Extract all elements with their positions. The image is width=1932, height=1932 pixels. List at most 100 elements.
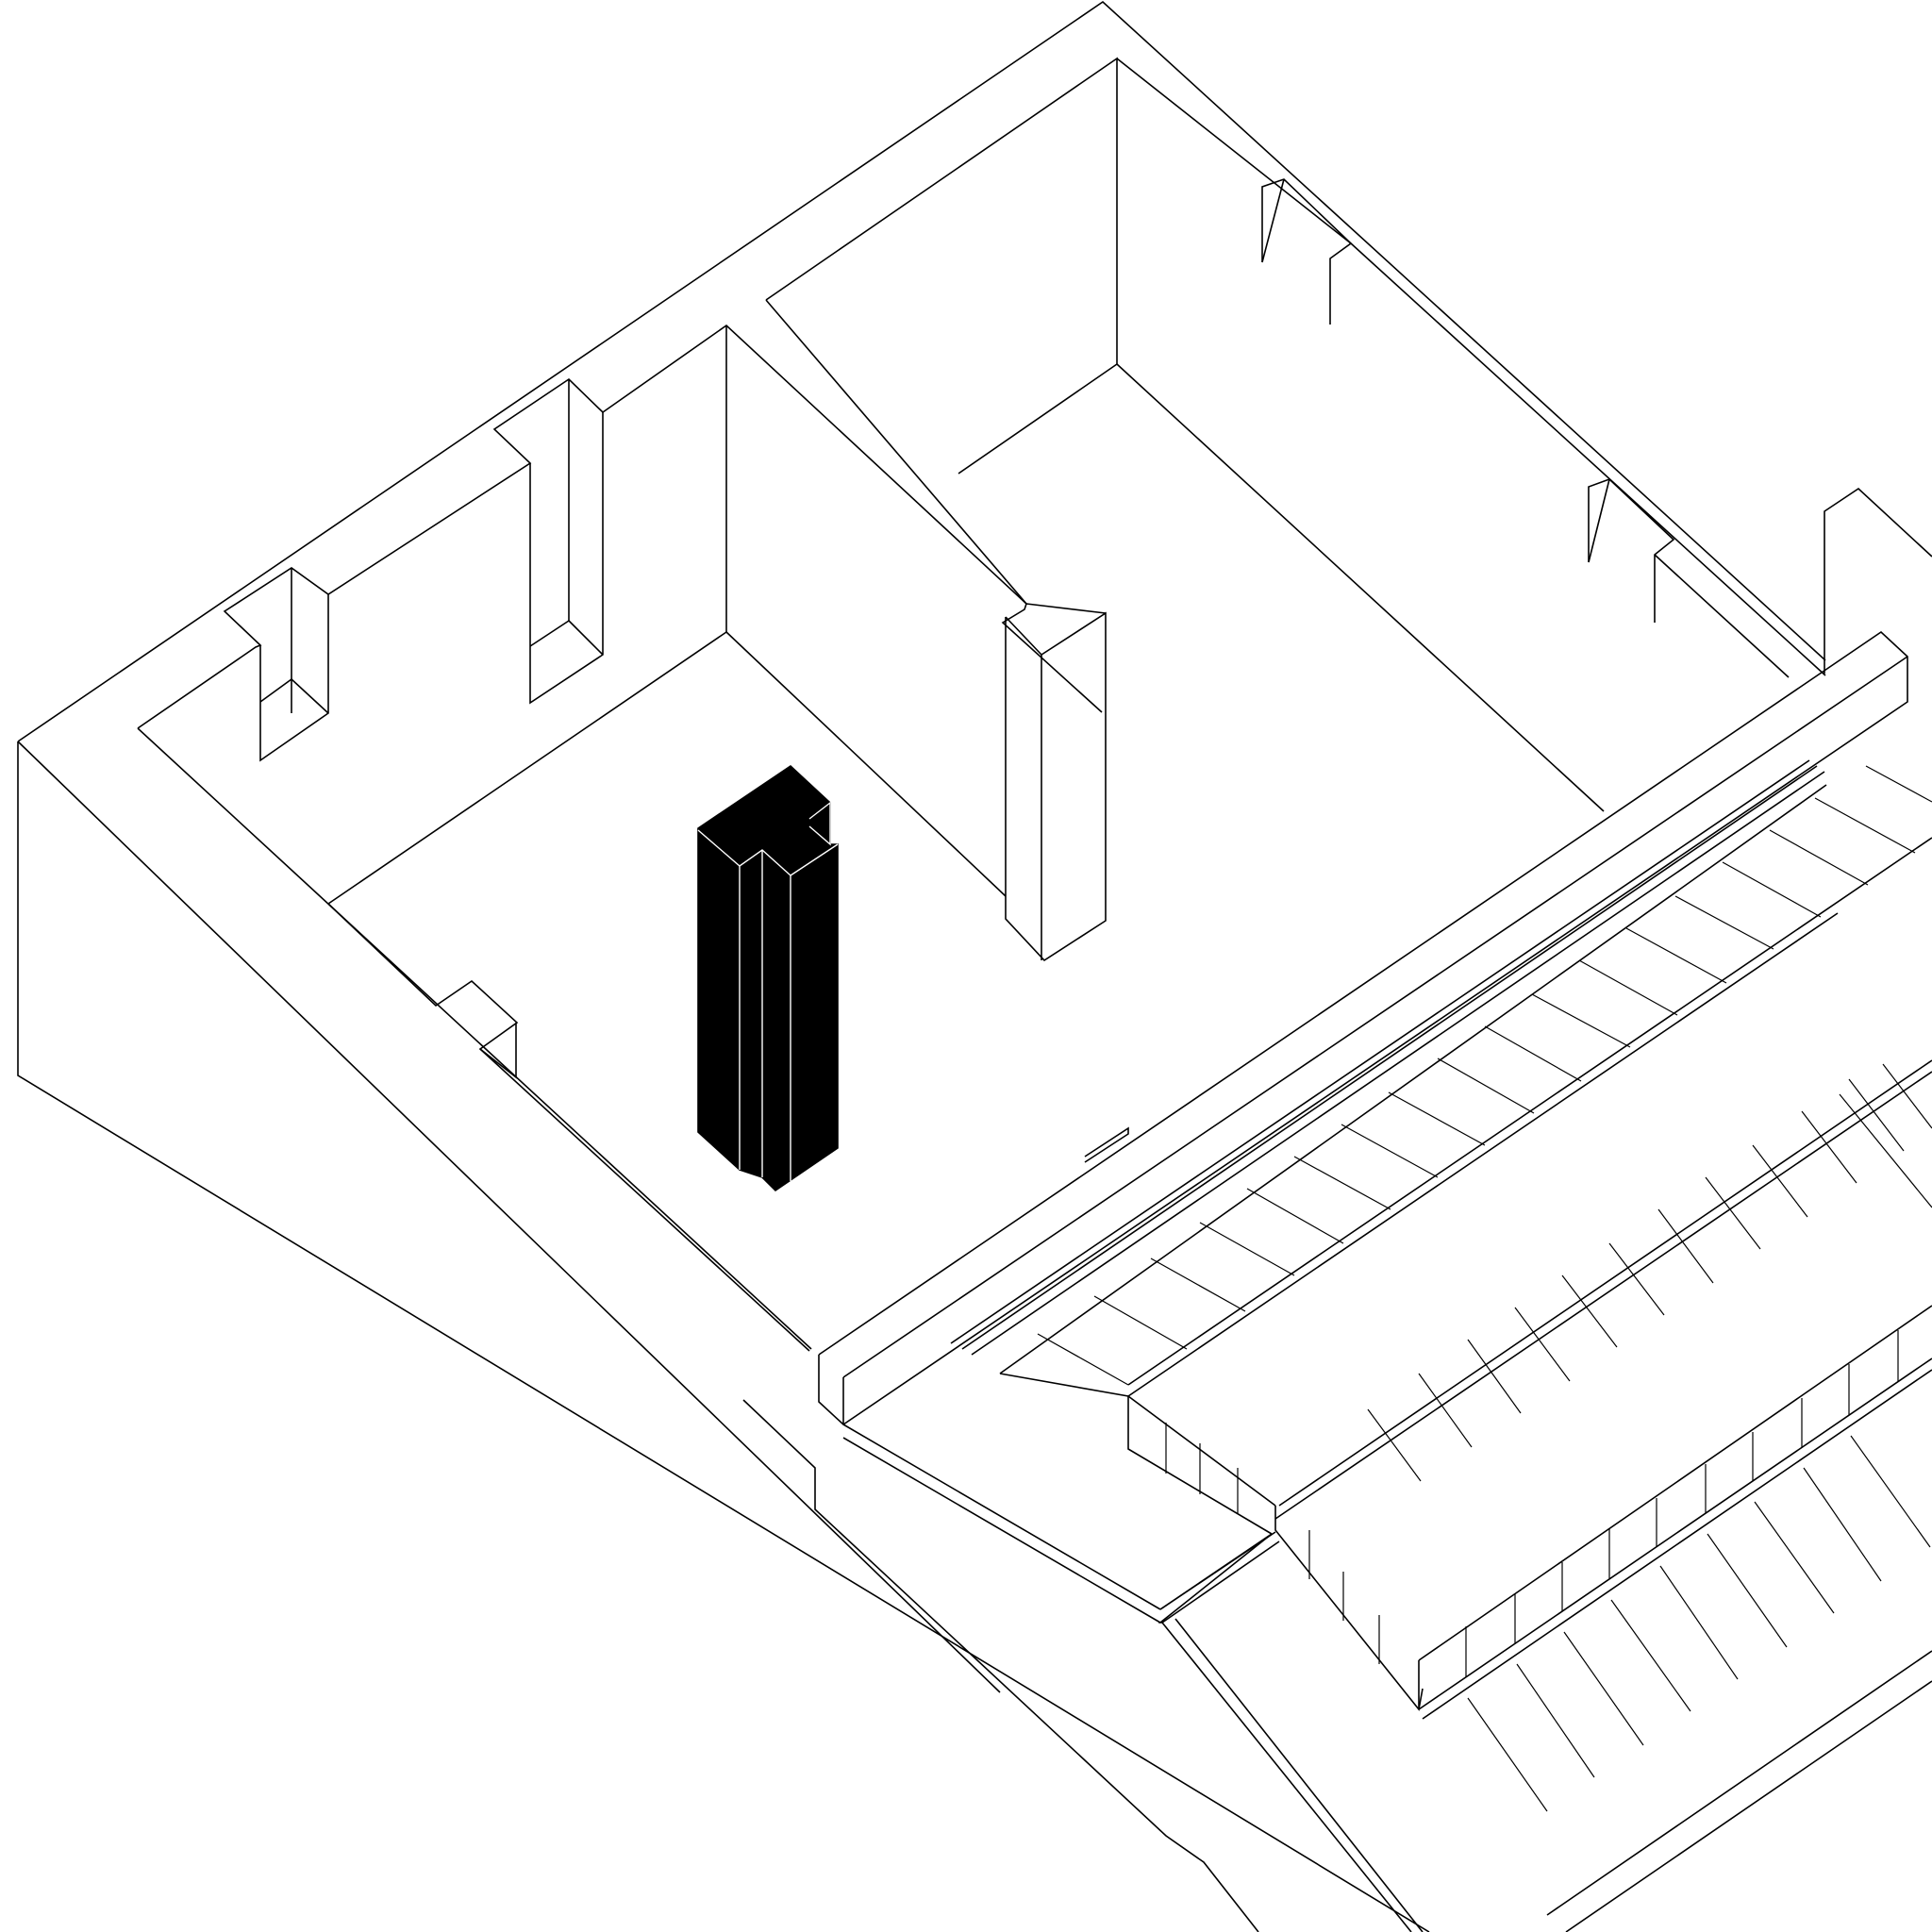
back-wall-lower-edge: [1654, 554, 1790, 678]
roof-band-1-ridge: [1127, 912, 1839, 1397]
room-right-floor-edge: [725, 631, 1007, 897]
column-notch: [808, 801, 831, 846]
roof-panels-band-b: [1367, 1078, 1905, 1482]
roof-band-3-lower-2: [1565, 1680, 1932, 1932]
roof-panel-joint: [1467, 1697, 1548, 1812]
roof-strip-front: [1127, 1396, 1273, 1535]
back-room-wall-cap: [765, 299, 1027, 605]
roof-panel-joint: [1839, 1093, 1932, 1208]
roof-panel-joint: [1674, 895, 1774, 950]
roof-panel-joint: [1150, 1257, 1246, 1312]
roof-panel-joint: [1769, 829, 1869, 886]
back-wall-top-edge: [1350, 242, 1826, 676]
roof-panel-joint: [1754, 1501, 1835, 1614]
back-wall-notch-2-diag: [1588, 478, 1610, 563]
pilaster-middle-cap: [529, 620, 570, 647]
roof-panel-joint: [1514, 1307, 1571, 1382]
back-room-left-wall: [765, 57, 1118, 475]
roof-panel-joint: [1752, 1144, 1808, 1218]
back-room: [765, 57, 1826, 812]
pilaster-left-cap-2: [291, 678, 329, 714]
back-wall-notch-1: [1261, 178, 1353, 325]
roof-panel-joint: [1865, 765, 1932, 803]
roof-strip-edge: [999, 1373, 1276, 1507]
roof-panel-joint: [1037, 1333, 1129, 1386]
roof-panel-joint: [1705, 1176, 1761, 1250]
back-room-floor-right: [1116, 363, 1605, 812]
ramp-step: [1159, 1531, 1276, 1610]
ramp-left-edge: [742, 1399, 1259, 1932]
roof-panel-joint: [1341, 1124, 1439, 1178]
back-wall-notch-1-diag: [1261, 178, 1285, 263]
gutter-line-1: [950, 759, 1810, 1344]
roof-panel-joint: [1516, 1663, 1595, 1778]
pilaster-left-cap: [259, 678, 292, 703]
roof-band-2-ridge: [1418, 1305, 1932, 1661]
outer-building-shell: [17, 0, 1826, 1932]
wall-step-front: [327, 903, 519, 1079]
roof-panel-joint: [1814, 797, 1916, 854]
roof-panel-joint: [1722, 861, 1822, 918]
inner-wall-rim: [137, 324, 1103, 729]
ramp-step-2: [1161, 1541, 1280, 1624]
gutter-line-2: [961, 765, 1818, 1350]
inner-rim-left-floor-edge: [137, 727, 812, 1350]
gutter-line-3: [971, 771, 1825, 1356]
long-parapet: [818, 630, 1908, 1426]
roof-band-1-lower: [1278, 1059, 1932, 1507]
pilaster-left: [259, 594, 329, 762]
far-right-wall-block: [1824, 487, 1932, 674]
roof-panel-joint: [1418, 1373, 1473, 1448]
roof-panel-joint: [1293, 1156, 1391, 1210]
roof-panel-joint: [1608, 1242, 1665, 1316]
roof-panel-joint: [1578, 959, 1678, 1016]
column-top-edge: [697, 829, 791, 876]
roof-facet-left: [1274, 1506, 1424, 1711]
roof-panel-joint: [1803, 1467, 1882, 1582]
roof-panel-joint: [1531, 993, 1631, 1048]
parapet-small-detail: [1084, 1126, 1129, 1163]
roof-panels-band-c: [1467, 1435, 1931, 1812]
back-wall-notch-2: [1588, 478, 1675, 623]
roof-panel-joint: [1484, 1025, 1582, 1082]
roof-panel-joint: [1707, 1533, 1788, 1648]
roof-panel-joint: [1610, 1599, 1691, 1712]
right-wing: [742, 487, 1932, 1932]
roof-panel-joint: [1625, 927, 1727, 984]
ramp-lower-edge: [1161, 1622, 1412, 1932]
roof-panel-joint: [1563, 1631, 1644, 1746]
ramp-upper-edge: [842, 1424, 1161, 1610]
roof-band-1-lower-2: [1274, 1071, 1932, 1520]
dividing-wall-top: [1025, 603, 1107, 614]
outer-wall-top-edge: [17, 0, 1826, 742]
column-top-edge-2: [790, 843, 839, 876]
dividing-wall-end: [1005, 611, 1107, 962]
roof-panel-joint: [1657, 1208, 1714, 1284]
roof-panel-joint: [1850, 1435, 1931, 1548]
roof-panels-band-d: [1839, 1063, 1932, 1208]
front-room-floor-edge: [479, 1048, 810, 1352]
roof-band-2-lower-2: [1422, 1369, 1932, 1720]
roof-band-3-lower: [1546, 1650, 1932, 1916]
pilaster-middle-cap-2: [568, 620, 604, 656]
black-column: [697, 764, 839, 1192]
roof-panel-joint: [1882, 1063, 1932, 1129]
roof-panel-joint: [1467, 1339, 1522, 1414]
black-column-body: [697, 764, 839, 1192]
parapet-top-inner-edge: [842, 656, 1908, 1378]
roof-panel-joint: [1093, 1295, 1188, 1350]
roof-panel-joint: [1388, 1091, 1486, 1146]
left-facade-top-edge: [17, 741, 1001, 1693]
roof-panel-joint: [1199, 1222, 1295, 1276]
roof-panels-band-a: [1037, 765, 1932, 1386]
ramp-lower-edge-2: [1174, 1618, 1424, 1932]
roof-panel-joint: [1801, 1110, 1857, 1184]
roof-band-a-lower-edge: [1127, 837, 1932, 1386]
roof-panel-joint: [1561, 1274, 1618, 1348]
gutter-line-4: [999, 784, 1827, 1374]
ramp-upper-edge-2: [842, 1437, 1161, 1624]
roof-panel-joint: [1246, 1188, 1344, 1244]
room-partitions: [259, 325, 1107, 1352]
